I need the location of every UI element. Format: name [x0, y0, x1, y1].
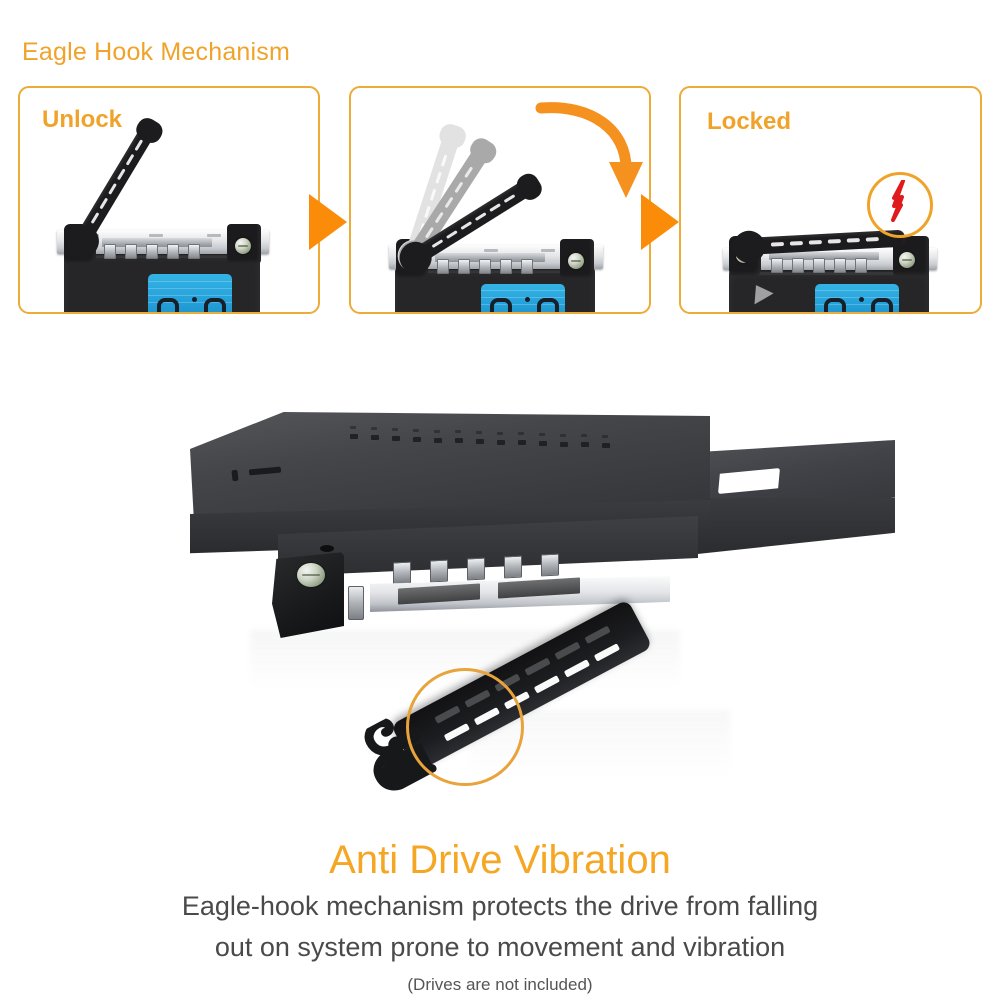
hard-drive-label: [815, 284, 899, 312]
end-cap-screw: [899, 252, 915, 268]
drive-assembly-unlock: [20, 88, 318, 312]
hero-rail-clip: [467, 557, 485, 581]
rail-clip: [792, 258, 804, 273]
step-panel-unlock: Unlock: [18, 86, 320, 314]
ventilation-holes: [350, 426, 630, 456]
rail-clip: [479, 259, 491, 274]
rail-clip: [813, 258, 825, 273]
caption-note: (Drives are not included): [407, 974, 593, 994]
drawer-screw-hole: [320, 545, 334, 552]
step-label-unlock: Unlock: [42, 106, 123, 133]
step-label-locked: Locked: [707, 108, 792, 135]
hero-rail-clip: [504, 555, 522, 579]
step-panel-rotating: [349, 86, 651, 314]
clip-bar: [102, 238, 212, 247]
rail-clip: [146, 244, 158, 259]
drive-assembly-rotating: [351, 88, 649, 312]
caption-line-2: out on system prone to movement and vibr…: [214, 931, 786, 962]
rail-clip: [771, 258, 783, 273]
rail-clip: [855, 258, 867, 273]
section-title: Eagle Hook Mechanism: [22, 38, 291, 66]
rail-clip: [125, 244, 137, 259]
rail-clip: [104, 244, 116, 259]
rotation-arrow-icon: [535, 102, 643, 198]
hero-product-image: [0, 380, 1000, 820]
end-cap-screw: [568, 253, 584, 269]
hero-pivot-screw: [297, 563, 325, 587]
hero-pivot-clip: [348, 586, 364, 620]
step-arrow-1: [309, 194, 347, 250]
caption-line-1: Eagle-hook mechanism protects the drive …: [181, 890, 819, 921]
lock-highlight-circle: [867, 172, 933, 238]
rail-clip: [521, 259, 533, 274]
clip-bar: [769, 252, 879, 260]
end-cap-screw: [235, 238, 251, 254]
rail-clip: [834, 258, 846, 273]
drive-assembly-locked: [681, 88, 980, 312]
caption-title: Anti Drive Vibration: [329, 838, 671, 882]
step-panel-locked: Locked: [679, 86, 982, 314]
rail-clip: [500, 259, 512, 274]
caption-block: Anti Drive Vibration Eagle-hook mechanis…: [0, 838, 1000, 995]
step-arrow-2: [641, 194, 679, 250]
hard-drive-label: [148, 274, 232, 312]
hero-rail-clip: [430, 559, 448, 583]
rail-clip: [437, 259, 449, 274]
hero-rail-clip: [541, 553, 559, 577]
lightning-bolt-icon: [891, 180, 905, 222]
hard-drive-label: [481, 284, 565, 312]
eagle-hook-highlight-circle: [406, 668, 524, 786]
rail-clip: [188, 244, 200, 259]
step-panels: Unlock: [18, 86, 982, 314]
rail-clip: [458, 259, 470, 274]
rail-clip: [167, 244, 179, 259]
clip-bar: [435, 253, 545, 262]
tray-notch: [231, 469, 239, 482]
hero-rail-clip: [393, 561, 411, 585]
